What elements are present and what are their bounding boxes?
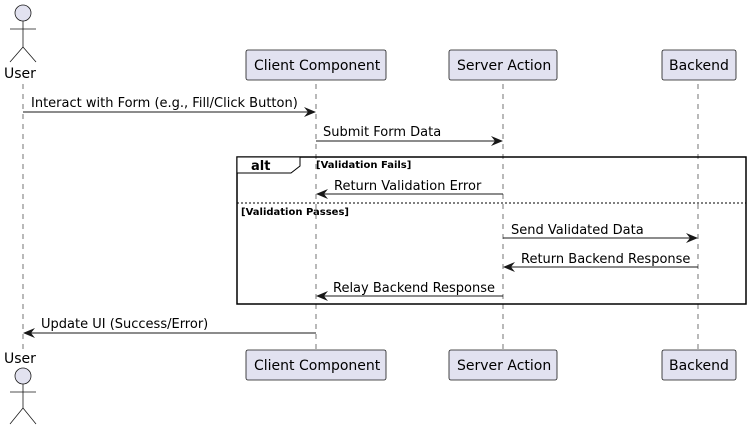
alt-guard-passes: [Validation Passes] xyxy=(241,207,349,218)
message-relay-label: Relay Backend Response xyxy=(333,281,495,296)
message-submit: Submit Form Data xyxy=(316,125,503,146)
message-send-validated: Send Validated Data xyxy=(503,223,698,243)
participant-server-top-label: Server Action xyxy=(457,58,551,74)
participant-client-bottom xyxy=(245,349,387,381)
participant-backend-bottom xyxy=(661,349,737,381)
message-submit-label: Submit Form Data xyxy=(323,125,441,140)
participant-backend-top-label: Backend xyxy=(669,58,729,74)
actor-user-top-label: User xyxy=(4,66,36,82)
actor-user-bottom: User xyxy=(4,351,37,425)
message-send-validated-label: Send Validated Data xyxy=(511,223,644,238)
alt-guard-fails: [Validation Fails] xyxy=(316,160,411,171)
message-update-ui-label: Update UI (Success/Error) xyxy=(41,317,208,332)
message-interact: Interact with Form (e.g., Fill/Click But… xyxy=(23,96,316,117)
participant-client-bottom-label: Client Component xyxy=(254,358,381,374)
participant-client-top-label: Client Component xyxy=(254,58,381,74)
participant-client-top xyxy=(245,49,387,81)
participant-server-bottom xyxy=(448,349,558,381)
actor-user-top: User xyxy=(4,4,37,82)
participant-backend-top xyxy=(661,49,737,81)
message-relay: Relay Backend Response xyxy=(316,281,503,301)
participant-server-top xyxy=(448,49,558,81)
message-backend-response-label: Return Backend Response xyxy=(521,252,690,267)
participant-server-bottom-label: Server Action xyxy=(457,358,551,374)
message-update-ui: Update UI (Success/Error) xyxy=(23,317,316,338)
actor-user-bottom-label: User xyxy=(4,351,36,367)
participant-backend-bottom-label: Backend xyxy=(669,358,729,374)
message-interact-label: Interact with Form (e.g., Fill/Click But… xyxy=(31,96,298,111)
alt-fragment: alt [Validation Fails] [Validation Passe… xyxy=(236,156,747,305)
message-backend-response: Return Backend Response xyxy=(503,252,698,272)
message-validation-error: Return Validation Error xyxy=(316,179,503,199)
alt-keyword: alt xyxy=(251,159,270,174)
message-validation-error-label: Return Validation Error xyxy=(334,179,482,194)
